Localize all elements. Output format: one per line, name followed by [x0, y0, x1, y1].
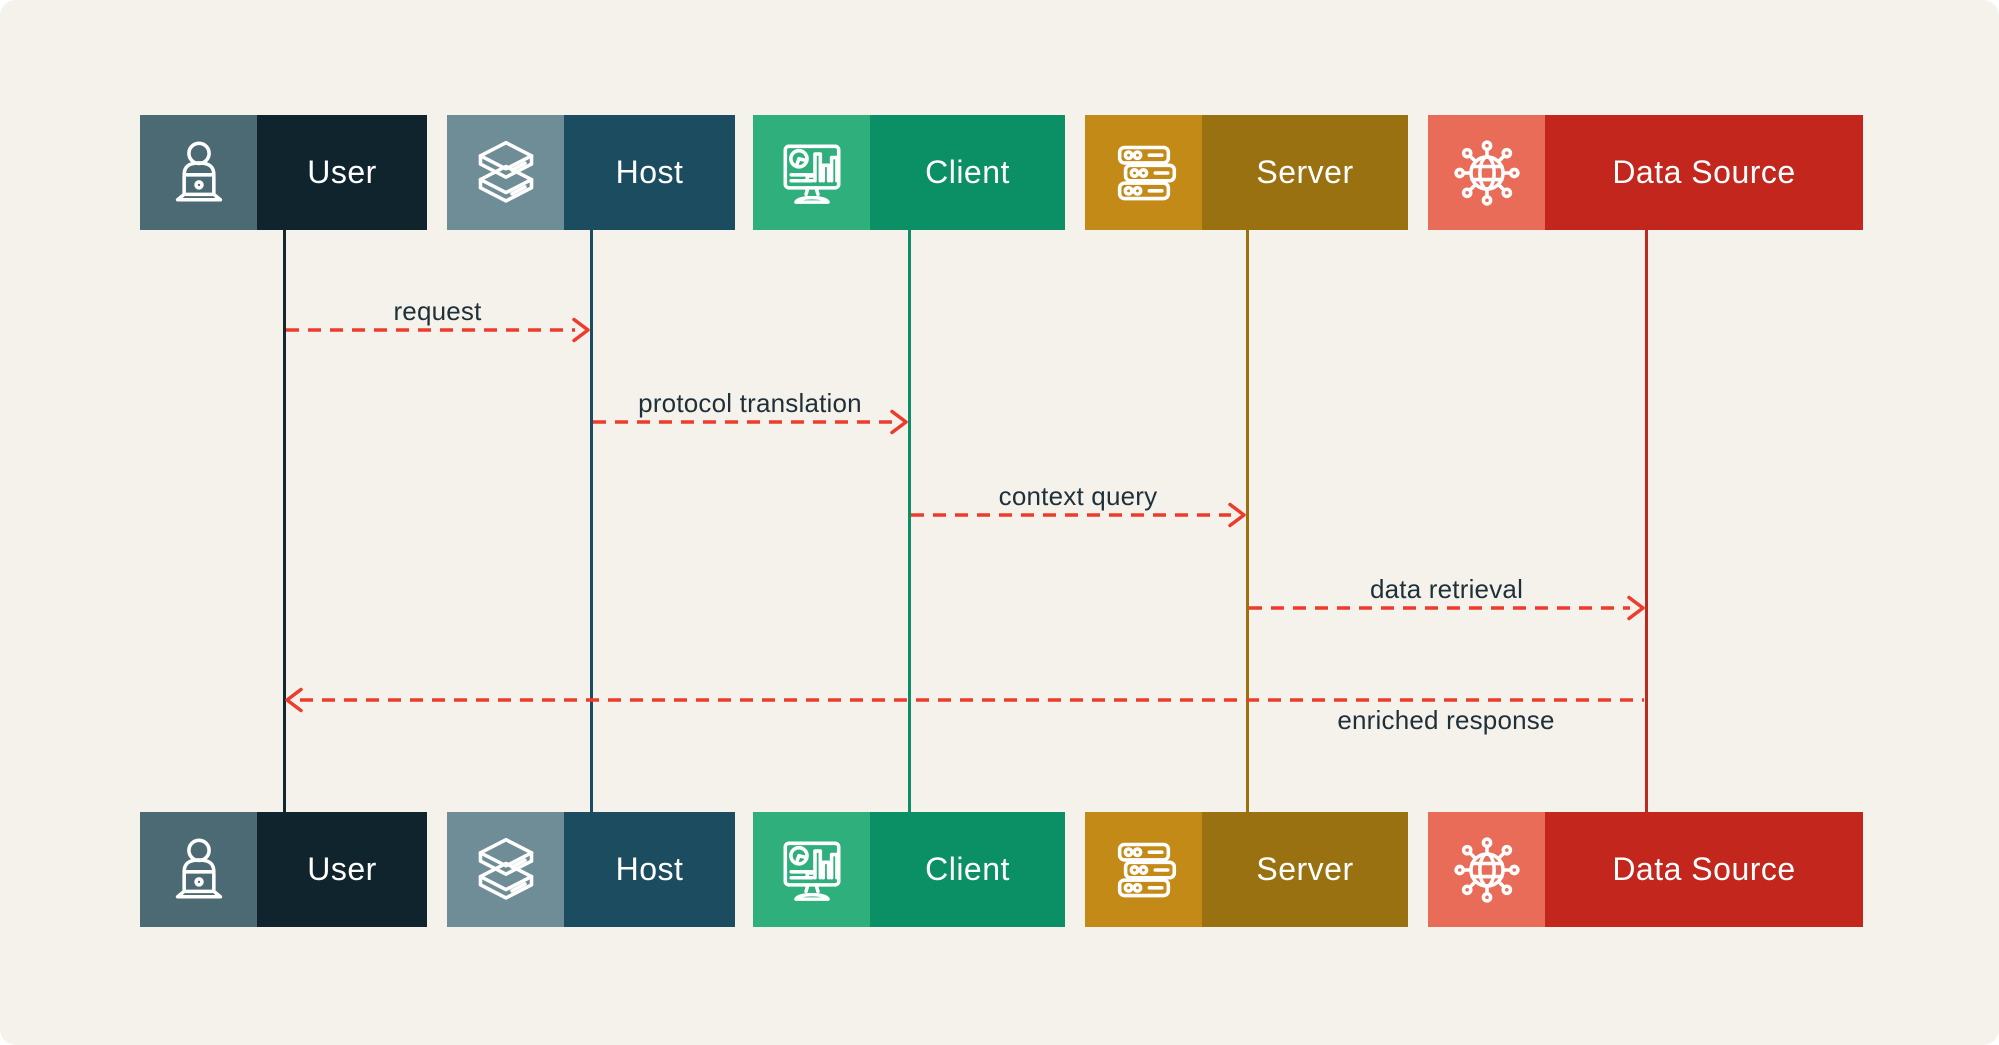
- network-globe-icon: [1428, 115, 1545, 230]
- actor-server-label: Server: [1202, 812, 1408, 927]
- actor-client-label: Client: [870, 812, 1065, 927]
- actor-host-top: Host: [447, 115, 735, 230]
- lifeline-data-source: [1644, 230, 1648, 812]
- actor-user-label: User: [257, 115, 427, 230]
- actor-server-top: Server: [1085, 115, 1408, 230]
- message-enriched-response: enriched response: [284, 684, 1646, 735]
- message-data-retrieval: data retrieval: [1247, 574, 1646, 624]
- monitor-chart-icon: [753, 115, 870, 230]
- dashed-arrow-right-icon: [286, 317, 590, 343]
- actor-host-label: Host: [564, 115, 735, 230]
- stacked-layers-icon: [447, 115, 564, 230]
- actor-user-top: User: [140, 115, 427, 230]
- dashed-arrow-right-icon: [1249, 595, 1645, 621]
- actor-data-source-bottom: Data Source: [1428, 812, 1863, 927]
- lifeline-host: [589, 230, 593, 812]
- actor-host-bottom: Host: [447, 812, 735, 927]
- message-request: request: [284, 296, 591, 346]
- message-data-retrieval-label: data retrieval: [1369, 574, 1524, 604]
- person-laptop-icon: [140, 115, 257, 230]
- actor-data-source-top: Data Source: [1428, 115, 1863, 230]
- dashed-arrow-right-icon: [911, 502, 1246, 528]
- monitor-chart-icon: [753, 812, 870, 927]
- lifeline-server: [1245, 230, 1249, 812]
- lifeline-client: [907, 230, 911, 812]
- dashed-arrow-left-icon: [285, 687, 1644, 713]
- actor-host-label: Host: [564, 812, 735, 927]
- lifeline-user: [282, 230, 286, 812]
- actor-user-bottom: User: [140, 812, 427, 927]
- message-context-query: context query: [909, 481, 1247, 531]
- server-rack-icon: [1085, 115, 1202, 230]
- message-request-label: request: [393, 296, 482, 326]
- message-protocol-translation-label: protocol translation: [638, 388, 862, 418]
- person-laptop-icon: [140, 812, 257, 927]
- actor-client-top: Client: [753, 115, 1065, 230]
- message-protocol-translation: protocol translation: [591, 388, 909, 438]
- message-context-query-label: context query: [998, 481, 1158, 511]
- actor-server-bottom: Server: [1085, 812, 1408, 927]
- actor-data-source-label: Data Source: [1545, 115, 1863, 230]
- actor-client-label: Client: [870, 115, 1065, 230]
- actor-client-bottom: Client: [753, 812, 1065, 927]
- actor-user-label: User: [257, 812, 427, 927]
- actor-data-source-label: Data Source: [1545, 812, 1863, 927]
- network-globe-icon: [1428, 812, 1545, 927]
- dashed-arrow-right-icon: [593, 409, 908, 435]
- stacked-layers-icon: [447, 812, 564, 927]
- actor-server-label: Server: [1202, 115, 1408, 230]
- message-enriched-response-label: enriched response: [1337, 705, 1555, 735]
- server-rack-icon: [1085, 812, 1202, 927]
